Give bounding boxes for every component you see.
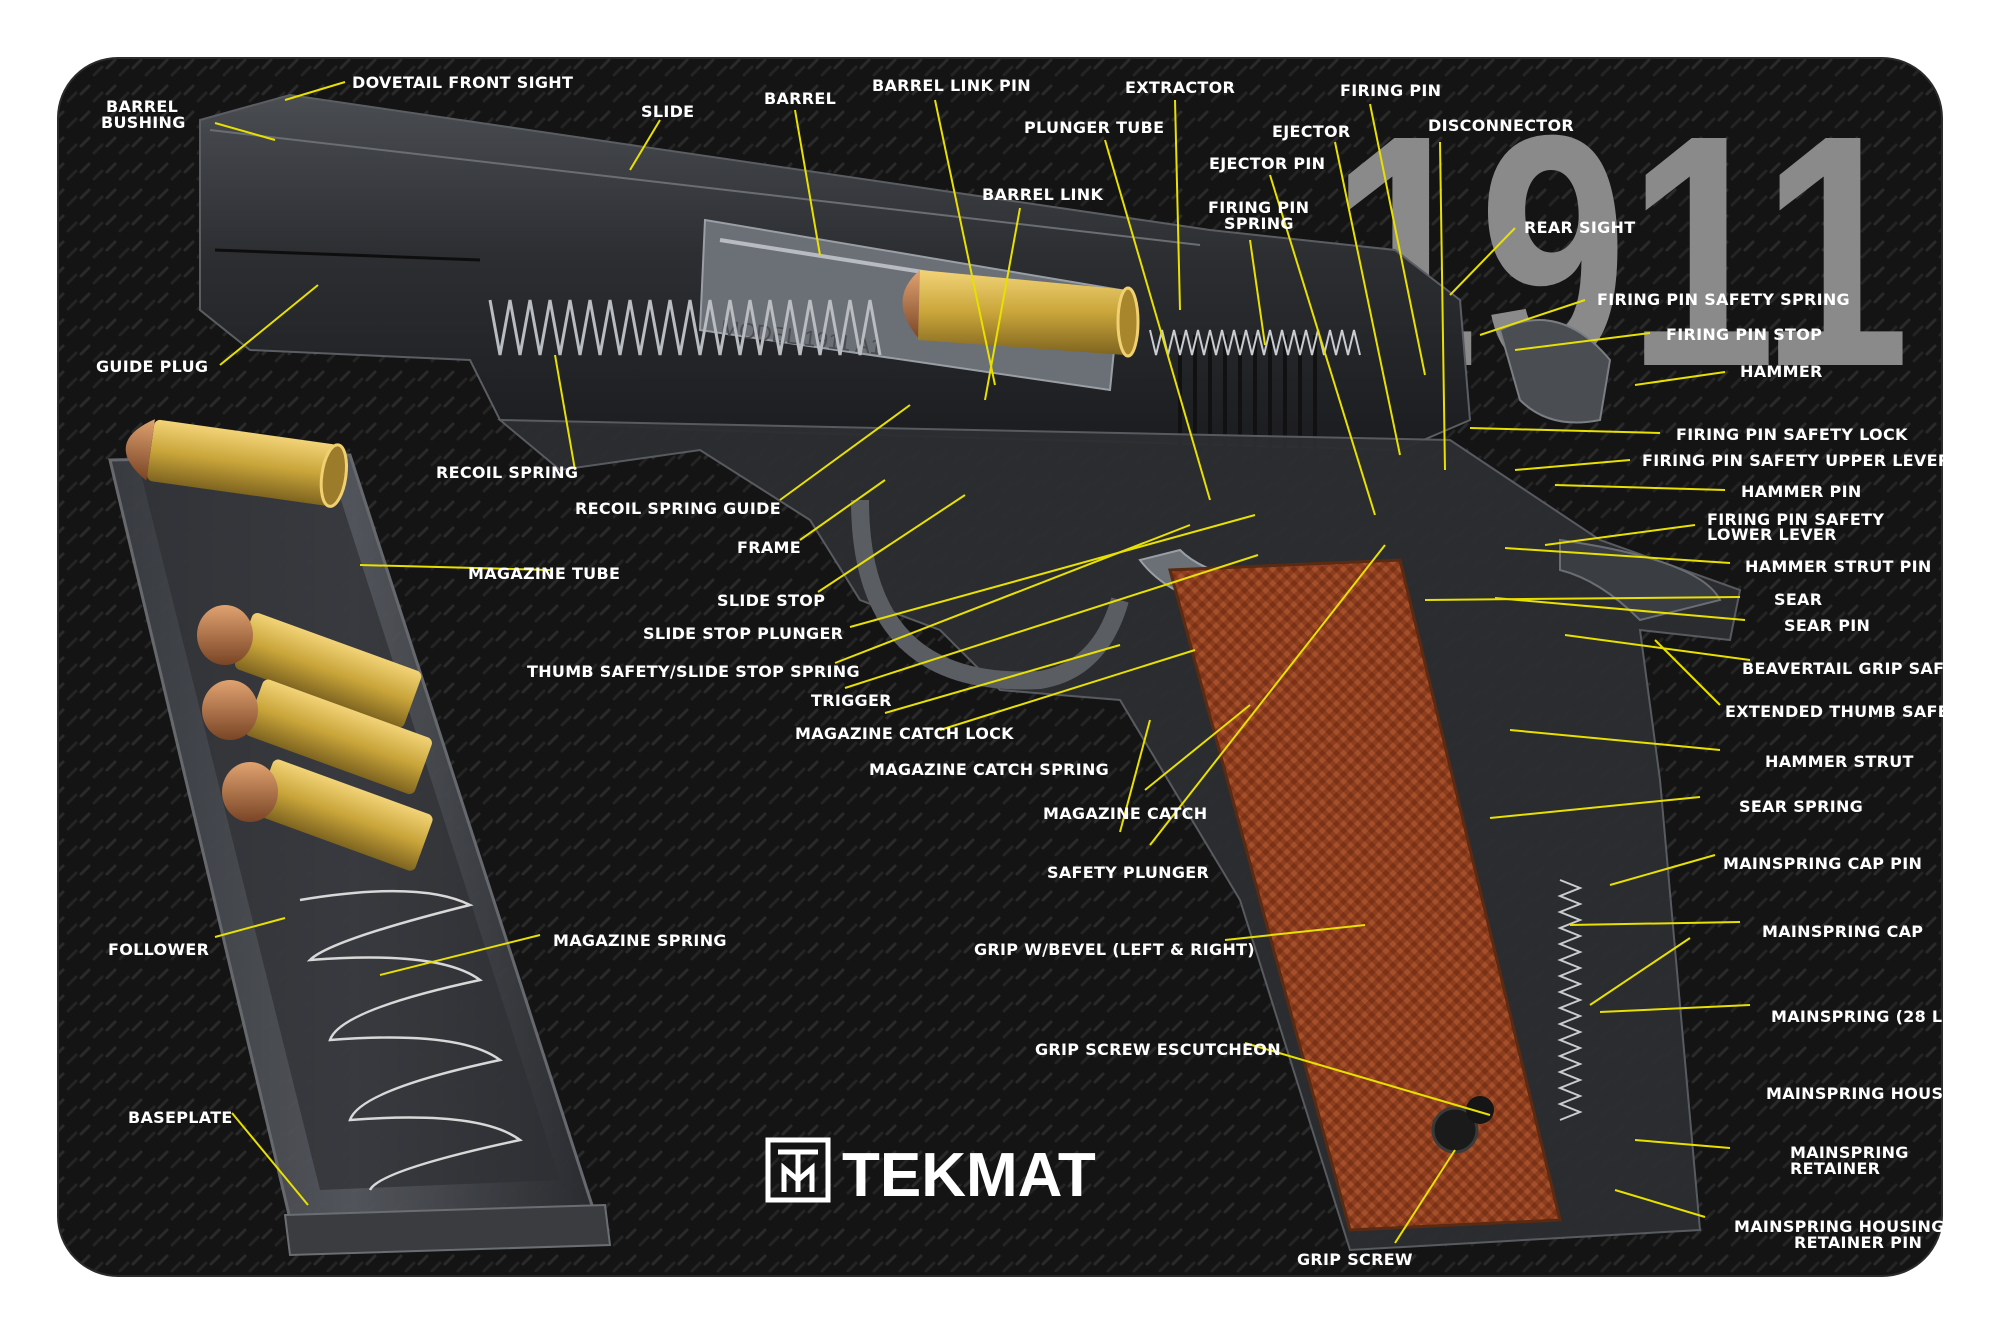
label-beavertail-grip-safety: BEAVERTAIL GRIP SAFETY [1742, 659, 1979, 678]
label-firing-pin-safety-upper-lever: FIRING PIN SAFETY UPPER LEVER [1642, 451, 1950, 470]
part-labels: DOVETAIL FRONT SIGHT BARREL BUSHING SLID… [96, 73, 1979, 1269]
label-sear-spring: SEAR SPRING [1739, 797, 1863, 816]
label-barrel-link: BARREL LINK [982, 185, 1103, 204]
label-baseplate: BASEPLATE [128, 1108, 233, 1127]
label-firing-pin-safety-lock: FIRING PIN SAFETY LOCK [1676, 425, 1908, 444]
label-ejector-pin: EJECTOR PIN [1209, 154, 1325, 173]
label-barrel-bushing-line1: BARREL [106, 97, 178, 116]
label-firing-pin-stop: FIRING PIN STOP [1666, 325, 1822, 344]
label-recoil-spring: RECOIL SPRING [436, 463, 578, 482]
mainspring [1557, 879, 1583, 1121]
label-magazine-catch: MAGAZINE CATCH [1043, 804, 1207, 823]
hammer [1498, 319, 1612, 424]
label-safety-plunger: SAFETY PLUNGER [1047, 863, 1209, 882]
recoil-spring [488, 299, 882, 356]
label-magazine-catch-lock: MAGAZINE CATCH LOCK [795, 724, 1014, 743]
label-sear: SEAR [1774, 590, 1822, 609]
label-hammer: HAMMER [1740, 362, 1823, 381]
label-firing-pin-safety-spring: FIRING PIN SAFETY SPRING [1597, 290, 1850, 309]
label-trigger: TRIGGER [811, 691, 892, 710]
label-extractor: EXTRACTOR [1125, 78, 1235, 97]
label-dovetail-front-sight: DOVETAIL FRONT SIGHT [352, 73, 573, 92]
tekmat-brand: TEKMAT [842, 1141, 1096, 1210]
label-sear-pin: SEAR PIN [1784, 616, 1870, 635]
label-ejector: EJECTOR [1272, 122, 1351, 141]
label-extended-thumb-safety: EXTENDED THUMB SAFETY [1725, 702, 1972, 721]
trigger-guard [851, 499, 1129, 690]
label-recoil-spring-guide: RECOIL SPRING GUIDE [575, 499, 781, 518]
chambered-cartridge [902, 270, 1140, 358]
label-guide-plug: GUIDE PLUG [96, 357, 208, 376]
label-hammer-strut-pin: HAMMER STRUT PIN [1745, 557, 1932, 576]
tekmat-logo-mark [765, 1137, 831, 1203]
magazine-cartridges [197, 605, 433, 871]
grip-safety [1559, 538, 1722, 622]
label-grip-screw-escutcheon: GRIP SCREW ESCUTCHEON [1035, 1040, 1281, 1059]
label-firing-pin-spring-line2: SPRING [1224, 214, 1294, 233]
label-rear-sight: REAR SIGHT [1524, 218, 1635, 237]
label-magazine-spring: MAGAZINE SPRING [553, 931, 727, 950]
label-slide-stop-plunger: SLIDE STOP PLUNGER [643, 624, 843, 643]
magazine-spring [299, 889, 523, 1191]
label-thumb-safety-slide-stop-spring: THUMB SAFETY/SLIDE STOP SPRING [527, 662, 860, 681]
label-mainspring-housing-retainer-pin-line1: MAINSPRING HOUSING [1734, 1217, 1945, 1236]
label-firing-pin-safety-lower-lever-line1: FIRING PIN SAFETY [1707, 510, 1884, 529]
label-disconnector: DISCONNECTOR [1428, 116, 1574, 135]
label-grip-w-bevel: GRIP W/BEVEL (LEFT & RIGHT) [974, 940, 1255, 959]
magazine-baseplate [283, 1203, 612, 1257]
label-follower: FOLLOWER [108, 940, 209, 959]
leader-lines [214, 81, 1751, 1244]
label-mainspring-housing: MAINSPRING HOUSING [1766, 1084, 1977, 1103]
label-barrel-link-pin: BARREL LINK PIN [872, 76, 1031, 95]
label-hammer-strut: HAMMER STRUT [1765, 752, 1914, 771]
label-barrel: BARREL [764, 89, 836, 108]
grip-screw [1431, 1106, 1479, 1154]
label-mainspring-cap-pin: MAINSPRING CAP PIN [1723, 854, 1922, 873]
label-hammer-pin: HAMMER PIN [1741, 482, 1862, 501]
grip-panel [1168, 558, 1562, 1232]
label-magazine-tube: MAGAZINE TUBE [468, 564, 620, 583]
label-magazine-catch-spring: MAGAZINE CATCH SPRING [869, 760, 1109, 779]
label-mainspring-housing-retainer-pin-line2: RETAINER PIN [1794, 1233, 1922, 1252]
label-plunger-tube: PLUNGER TUBE [1024, 118, 1164, 137]
pistol-illustration: MODEL 1911 A1 [199, 93, 1742, 1252]
label-firing-pin-spring-line1: FIRING PIN [1208, 198, 1309, 217]
label-mainspring-28lb: MAINSPRING (28 LB.) [1771, 1007, 1969, 1026]
tekmat-logo: TEKMAT [765, 1137, 1096, 1210]
label-firing-pin-safety-lower-lever-line2: LOWER LEVER [1707, 525, 1837, 544]
label-frame: FRAME [737, 538, 801, 557]
label-mainspring-cap: MAINSPRING CAP [1762, 922, 1923, 941]
label-slide: SLIDE [641, 102, 694, 121]
label-grip-screw: GRIP SCREW [1297, 1250, 1413, 1269]
label-mainspring-retainer-line1: MAINSPRING [1790, 1143, 1909, 1162]
label-barrel-bushing-line2: BUSHING [101, 113, 186, 132]
magazine-illustration [108, 419, 612, 1257]
label-mainspring-retainer-line2: RETAINER [1790, 1159, 1880, 1178]
label-slide-stop: SLIDE STOP [717, 591, 825, 610]
label-firing-pin: FIRING PIN [1340, 81, 1441, 100]
